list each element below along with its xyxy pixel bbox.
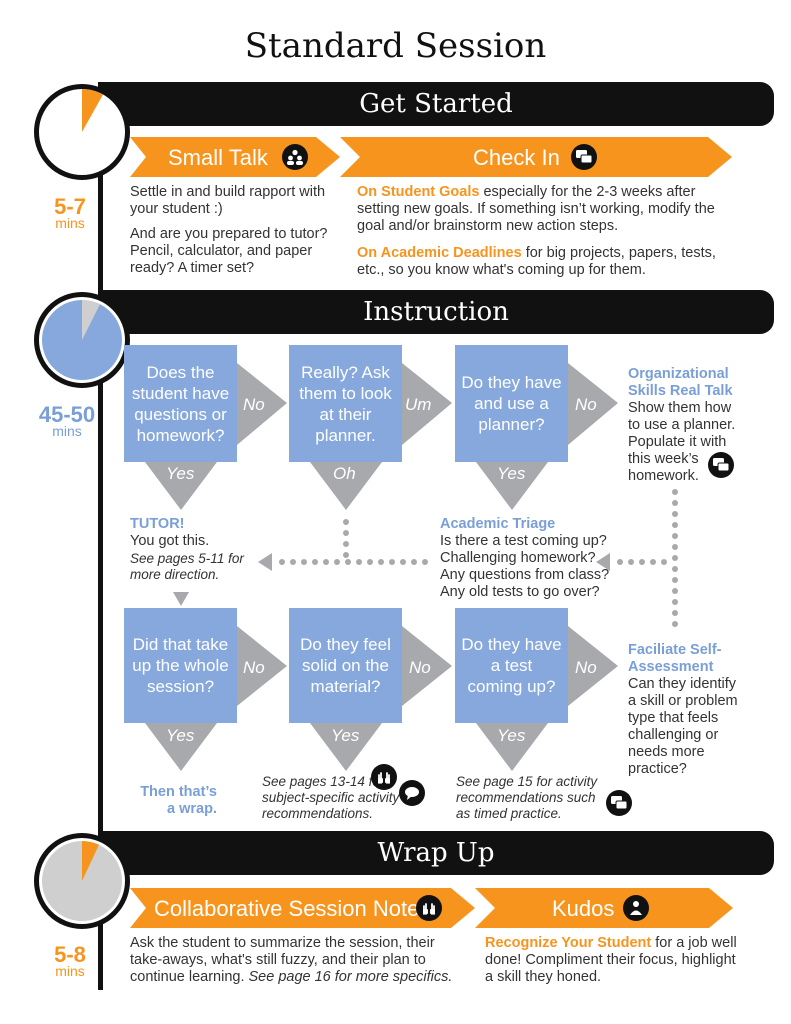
test-note: See page 15 for activity recommendations… xyxy=(456,774,598,821)
no-label-3: No xyxy=(243,658,265,677)
triage-text: Is there a test coming up? Challenging h… xyxy=(440,533,610,600)
no-label-4: No xyxy=(409,658,431,677)
yes-label-4: Yes xyxy=(331,726,360,745)
yes-label-3: Yes xyxy=(166,726,195,745)
question-planner-check: Really? Ask them to look at their planne… xyxy=(289,345,402,462)
small-talk-banner: Small Talk xyxy=(130,137,340,177)
self-assessment-title: Faciliate Self-Assessment xyxy=(628,642,722,675)
um-label: Um xyxy=(405,395,432,414)
hands-icon xyxy=(371,764,397,790)
chat-icon xyxy=(606,790,632,816)
people-icon xyxy=(282,144,308,170)
wrap-up-bar: Wrap Up xyxy=(98,831,774,875)
get-started-unit: mins xyxy=(55,215,85,231)
self-assessment-text: Can they identify a skill or problem typ… xyxy=(628,676,738,777)
chat-icon xyxy=(571,144,597,170)
instruction-bar: Instruction xyxy=(98,290,774,334)
collab-note-banner: Collaborative Session Note xyxy=(130,888,475,928)
no-label-2: No xyxy=(575,395,597,414)
kudos-text: Recognize Your Student for a job well do… xyxy=(485,935,745,986)
instruction-timer xyxy=(34,292,130,388)
wrap-up-minutes: 5-8 xyxy=(54,942,86,967)
wrap-up-timer xyxy=(34,833,130,929)
get-started-heading: Get Started xyxy=(359,89,513,119)
no-arrow-2 xyxy=(568,363,618,445)
kudos-banner: Kudos xyxy=(475,888,733,928)
question-use-planner: Do they have and use a planner? xyxy=(455,345,568,462)
goals-lead: On Student Goals xyxy=(357,184,480,200)
question-homework: Does the student have questions or homew… xyxy=(124,345,237,462)
oh-arrow xyxy=(310,462,382,510)
tutor-note: See pages 5-11 for more direction. xyxy=(130,551,244,582)
collab-note-ref: See page 16 for more specifics. xyxy=(248,969,453,985)
deadlines-text: for big projects, papers, tests, etc., s… xyxy=(357,245,716,278)
collab-text: Ask the student to summarize the session… xyxy=(130,935,435,985)
check-in-banner: Check In xyxy=(340,137,732,177)
kudos-label: Kudos xyxy=(552,896,615,921)
subject-note: See pages 13-14 for subject-specific act… xyxy=(262,774,400,821)
question-whole-session: Did that take up the whole session? xyxy=(124,608,237,723)
yes-label-5: Yes xyxy=(497,726,526,745)
page-title: Standard Session xyxy=(244,26,547,66)
wrap-up-heading: Wrap Up xyxy=(377,838,495,868)
check-in-goals: On Student Goals especially for the 2-3 … xyxy=(357,184,727,235)
goals-text: especially for the 2-3 weeks after setti… xyxy=(357,184,715,234)
chat-icon xyxy=(399,780,425,806)
question-feel-solid: Do they feel solid on the material? xyxy=(289,608,402,723)
tutor-title: TUTOR! xyxy=(130,516,185,532)
org-skills-title: Organizational Skills Real Talk xyxy=(628,366,733,399)
um-arrow xyxy=(402,363,452,445)
tutor-text: You got this. xyxy=(130,533,210,549)
person-icon xyxy=(623,895,649,921)
small-talk-text-1: Settle in and build rapport with your st… xyxy=(130,184,326,217)
chat-icon xyxy=(708,452,734,478)
no-label-5: No xyxy=(575,658,597,677)
kudos-body: for a job well done! Compliment their fo… xyxy=(485,935,737,985)
timeline-line xyxy=(98,130,103,990)
yes-label-2: Yes xyxy=(497,464,526,483)
no-arrow-1 xyxy=(237,363,287,445)
instruction-unit: mins xyxy=(52,423,82,439)
get-started-timer xyxy=(34,84,130,180)
no-arrow-4 xyxy=(402,626,452,706)
get-started-bar: Get Started xyxy=(98,82,774,126)
check-in-deadlines: On Academic Deadlines for big projects, … xyxy=(357,245,727,279)
instruction-heading: Instruction xyxy=(363,297,509,327)
wrap-text: Then that’s a wrap. xyxy=(140,784,217,817)
collab-note-label: Collaborative Session Note xyxy=(154,896,420,921)
get-started-minutes: 5-7 xyxy=(54,194,86,219)
instruction-minutes: 45-50 xyxy=(38,402,96,427)
yes-arrow-3 xyxy=(145,723,217,771)
kudos-lead: Recognize Your Student xyxy=(485,935,652,951)
org-skills-text: Show them how to use a planner. Populate… xyxy=(628,400,736,484)
triage-title: Academic Triage xyxy=(440,516,556,532)
yes-arrow-4 xyxy=(310,723,382,771)
yes-arrow-2 xyxy=(476,462,548,510)
no-arrow-5 xyxy=(568,626,618,706)
yes-arrow-5 xyxy=(476,723,548,771)
oh-label: Oh xyxy=(333,464,356,483)
wrap-up-unit: mins xyxy=(55,963,85,979)
small-talk-label: Small Talk xyxy=(168,145,268,170)
yes-label-1: Yes xyxy=(166,464,195,483)
small-talk-text-2: And are you prepared to tutor? Pencil, c… xyxy=(130,226,328,276)
question-test-coming: Do they have a test coming up? xyxy=(455,608,568,723)
no-arrow-3 xyxy=(237,626,287,706)
collab-note-text: Ask the student to summarize the session… xyxy=(130,935,470,986)
no-label-1: No xyxy=(243,395,265,414)
hands-icon xyxy=(416,895,442,921)
yes-arrow-1 xyxy=(145,462,217,510)
deadlines-lead: On Academic Deadlines xyxy=(357,245,522,261)
check-in-label: Check In xyxy=(473,145,560,170)
